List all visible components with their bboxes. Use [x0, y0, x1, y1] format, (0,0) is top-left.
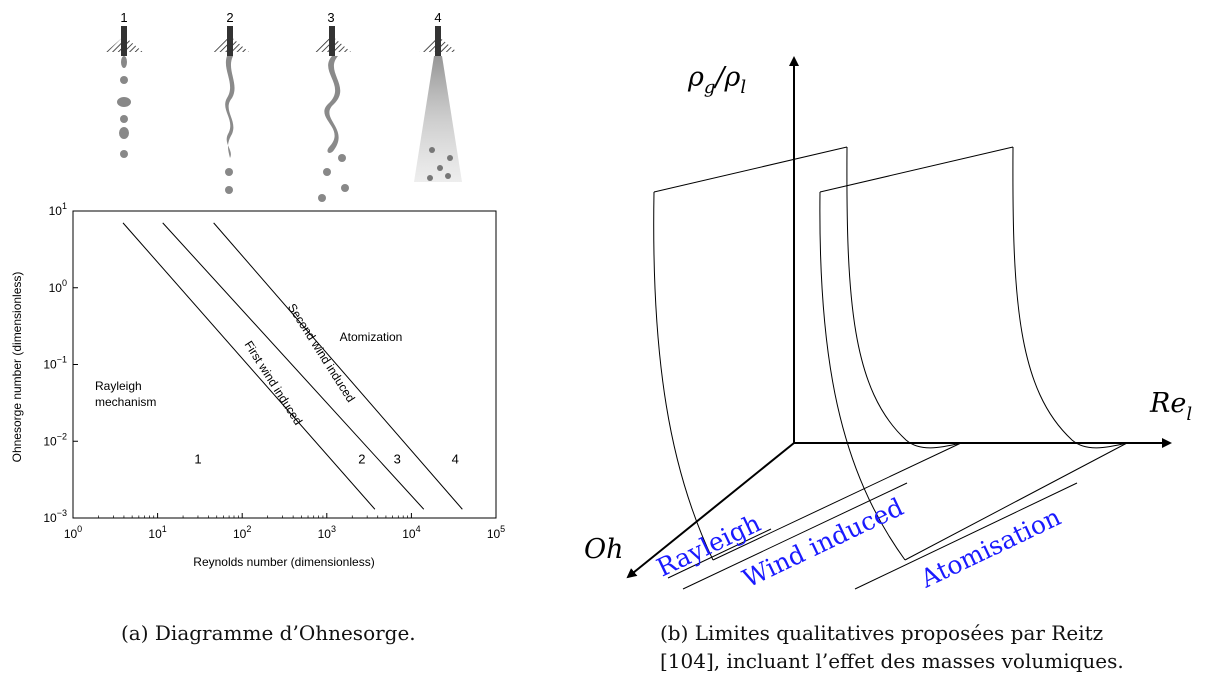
nozzle — [329, 26, 335, 56]
x-tick-label: 104 — [402, 524, 420, 541]
nozzle — [227, 26, 233, 56]
x-tick-label: 102 — [233, 524, 251, 541]
regime-label-wind-induced: Wind induced — [738, 492, 908, 593]
jet-2-first-wind: 2 — [211, 10, 249, 194]
spray-cone — [414, 56, 462, 182]
region-numbers: 1 2 3 4 — [194, 451, 459, 466]
y-axis-ticks: 101 100 10−1 10−2 10−3 — [43, 201, 78, 525]
jet-1-rayleigh: 1 — [106, 10, 143, 158]
y-tick-label: 100 — [49, 278, 67, 295]
droplets — [225, 168, 233, 194]
reitz-diagram — [626, 56, 1172, 590]
nozzle — [435, 26, 441, 56]
droplets — [318, 154, 349, 202]
boundary-line-2 — [162, 222, 425, 510]
region-number: 3 — [394, 451, 401, 466]
jet-number: 2 — [226, 10, 233, 25]
x-tick-label: 105 — [487, 524, 505, 541]
second-wind-label: Second wind induced — [285, 301, 358, 405]
nozzle — [121, 26, 127, 56]
regime-baselines — [667, 482, 1078, 590]
x-axis-label: Reynolds number (dimensionless) — [193, 555, 374, 569]
ohnesorge-chart: 100 101 102 103 104 105 101 100 10−1 10−2 10−3 1 2… — [10, 201, 505, 569]
regime-label-atomisation: Atomisation — [915, 502, 1065, 594]
region-number: 2 — [358, 451, 365, 466]
y-axis-label: Ohnesorge number (dimensionless) — [10, 272, 24, 463]
boundary-surface-1 — [653, 146, 962, 561]
jet-4-atomization: 4 — [414, 10, 462, 182]
x-axis-ticks: 100 101 102 103 104 105 — [64, 513, 505, 541]
jet-illustrations: 1 2 3 — [106, 10, 462, 202]
rayleigh-label-line2: mechanism — [95, 395, 156, 409]
y-tick-label: 10−1 — [43, 355, 67, 372]
rayleigh-label-line1: Rayleigh — [95, 379, 142, 393]
jet-number: 3 — [327, 10, 334, 25]
y-tick-label: 101 — [49, 201, 67, 218]
wavy-jet — [225, 56, 235, 158]
atomization-label: Atomization — [340, 330, 403, 344]
first-wind-label: First wind induced — [242, 338, 306, 427]
droplets — [427, 147, 453, 181]
region-number: 4 — [452, 451, 459, 466]
caption-b-line2: [104], incluant l’effet des masses volum… — [660, 649, 1124, 673]
droplets — [117, 56, 131, 158]
boundary-line-1 — [122, 222, 376, 510]
boundary-line-3 — [213, 222, 463, 510]
oh-axis — [626, 442, 795, 579]
y-tick-label: 10−3 — [43, 508, 67, 525]
y-tick-label: 10−2 — [43, 431, 67, 448]
re-axis-label: Rel — [1149, 388, 1192, 425]
jet-number: 1 — [120, 10, 127, 25]
region-number: 1 — [194, 451, 201, 466]
plot-frame — [72, 210, 497, 519]
caption-b-line1: (b) Limites qualitatives proposées par R… — [660, 621, 1104, 645]
caption-a: (a) Diagramme d’Ohnesorge. — [121, 621, 416, 645]
jet-3-second-wind: 3 — [313, 10, 351, 202]
wavy-jet — [324, 56, 341, 153]
rho-axis-label: ρg/ρl — [687, 62, 746, 98]
x-tick-label: 100 — [64, 524, 82, 541]
x-tick-label: 101 — [148, 524, 166, 541]
regime-boundaries — [122, 222, 463, 510]
oh-axis-label: Oh — [584, 534, 624, 565]
x-tick-label: 103 — [318, 524, 336, 541]
boundary-surface-2 — [819, 146, 1128, 561]
jet-number: 4 — [434, 10, 441, 25]
